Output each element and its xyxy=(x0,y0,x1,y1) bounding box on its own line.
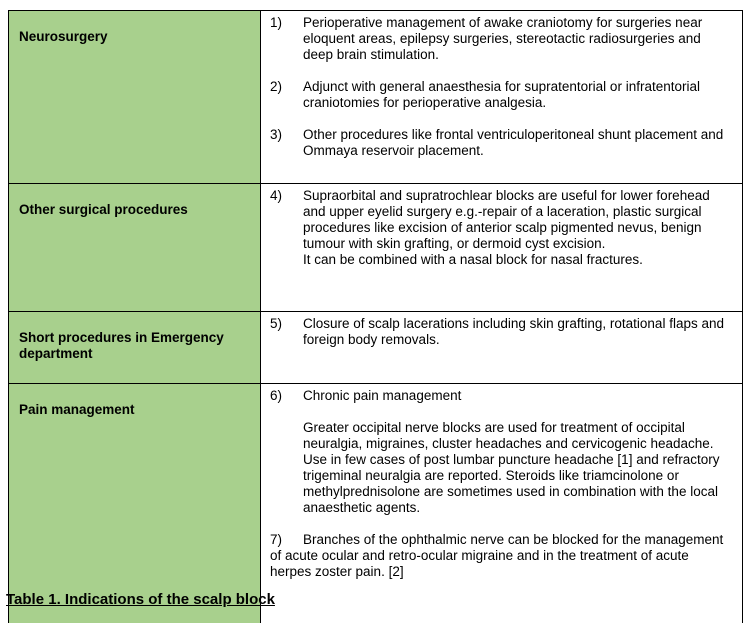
indications-table: Neurosurgery 1) Perioperative management o… xyxy=(8,10,743,623)
item-text: Adjunct with general anaesthesia for sup… xyxy=(303,79,700,110)
table-row: Neurosurgery 1) Perioperative management o… xyxy=(8,10,743,184)
list-item: 6) Chronic pain management Greater occipi… xyxy=(270,388,730,516)
item-number: 5) xyxy=(270,316,283,331)
category-label: Other surgical procedures xyxy=(19,202,188,217)
category-cell: Other surgical procedures xyxy=(8,183,261,312)
category-label: Neurosurgery xyxy=(19,29,108,44)
list-item: 4) Supraorbital and supratrochlear blocks… xyxy=(270,188,730,268)
list-item: 3) Other procedures like frontal ventricu… xyxy=(270,127,730,159)
item-text: Chronic pain management Greater occipita… xyxy=(303,388,720,515)
list-item: 1) Perioperative management of awake cran… xyxy=(270,15,730,63)
category-cell: Neurosurgery xyxy=(8,10,261,184)
item-number: 4) xyxy=(270,188,283,203)
item-number: 2) xyxy=(270,79,283,94)
item-number: 1) xyxy=(270,15,283,30)
item-text: Other procedures like frontal ventriculo… xyxy=(303,127,724,158)
indications-table-body: Neurosurgery 1) Perioperative management o… xyxy=(8,10,743,623)
item-number: 7) xyxy=(270,532,283,547)
table-caption: Table 1. Indications of the scalp block xyxy=(6,591,275,608)
list-item: 7)Branches of the ophthalmic nerve can b… xyxy=(270,532,730,580)
content-cell: 5) Closure of scalp lacerations including… xyxy=(260,311,743,384)
item-number: 3) xyxy=(270,127,283,142)
content-cell: 4) Supraorbital and supratrochlear blocks… xyxy=(260,183,743,312)
item-number: 6) xyxy=(270,388,283,403)
table-row: Short procedures in Emergency department… xyxy=(8,311,743,384)
item-text: Supraorbital and supratrochlear blocks a… xyxy=(303,188,710,267)
category-cell: Pain management xyxy=(8,383,261,623)
item-text: Perioperative management of awake cranio… xyxy=(303,15,703,62)
item-text: Closure of scalp lacerations including s… xyxy=(303,316,724,347)
content-cell: 6) Chronic pain management Greater occipi… xyxy=(260,383,743,623)
category-label: Pain management xyxy=(19,402,135,417)
list-item: 2) Adjunct with general anaesthesia for s… xyxy=(270,79,730,111)
category-cell: Short procedures in Emergency department xyxy=(8,311,261,384)
table-row: Pain management 6) Chronic pain management… xyxy=(8,383,743,623)
content-cell: 1) Perioperative management of awake cran… xyxy=(260,10,743,184)
list-item: 5) Closure of scalp lacerations including… xyxy=(270,316,730,348)
category-label: Short procedures in Emergency department xyxy=(19,330,224,361)
table-row: Other surgical procedures 4) Supraorbital … xyxy=(8,183,743,312)
item-text: Branches of the ophthalmic nerve can be … xyxy=(270,532,724,579)
